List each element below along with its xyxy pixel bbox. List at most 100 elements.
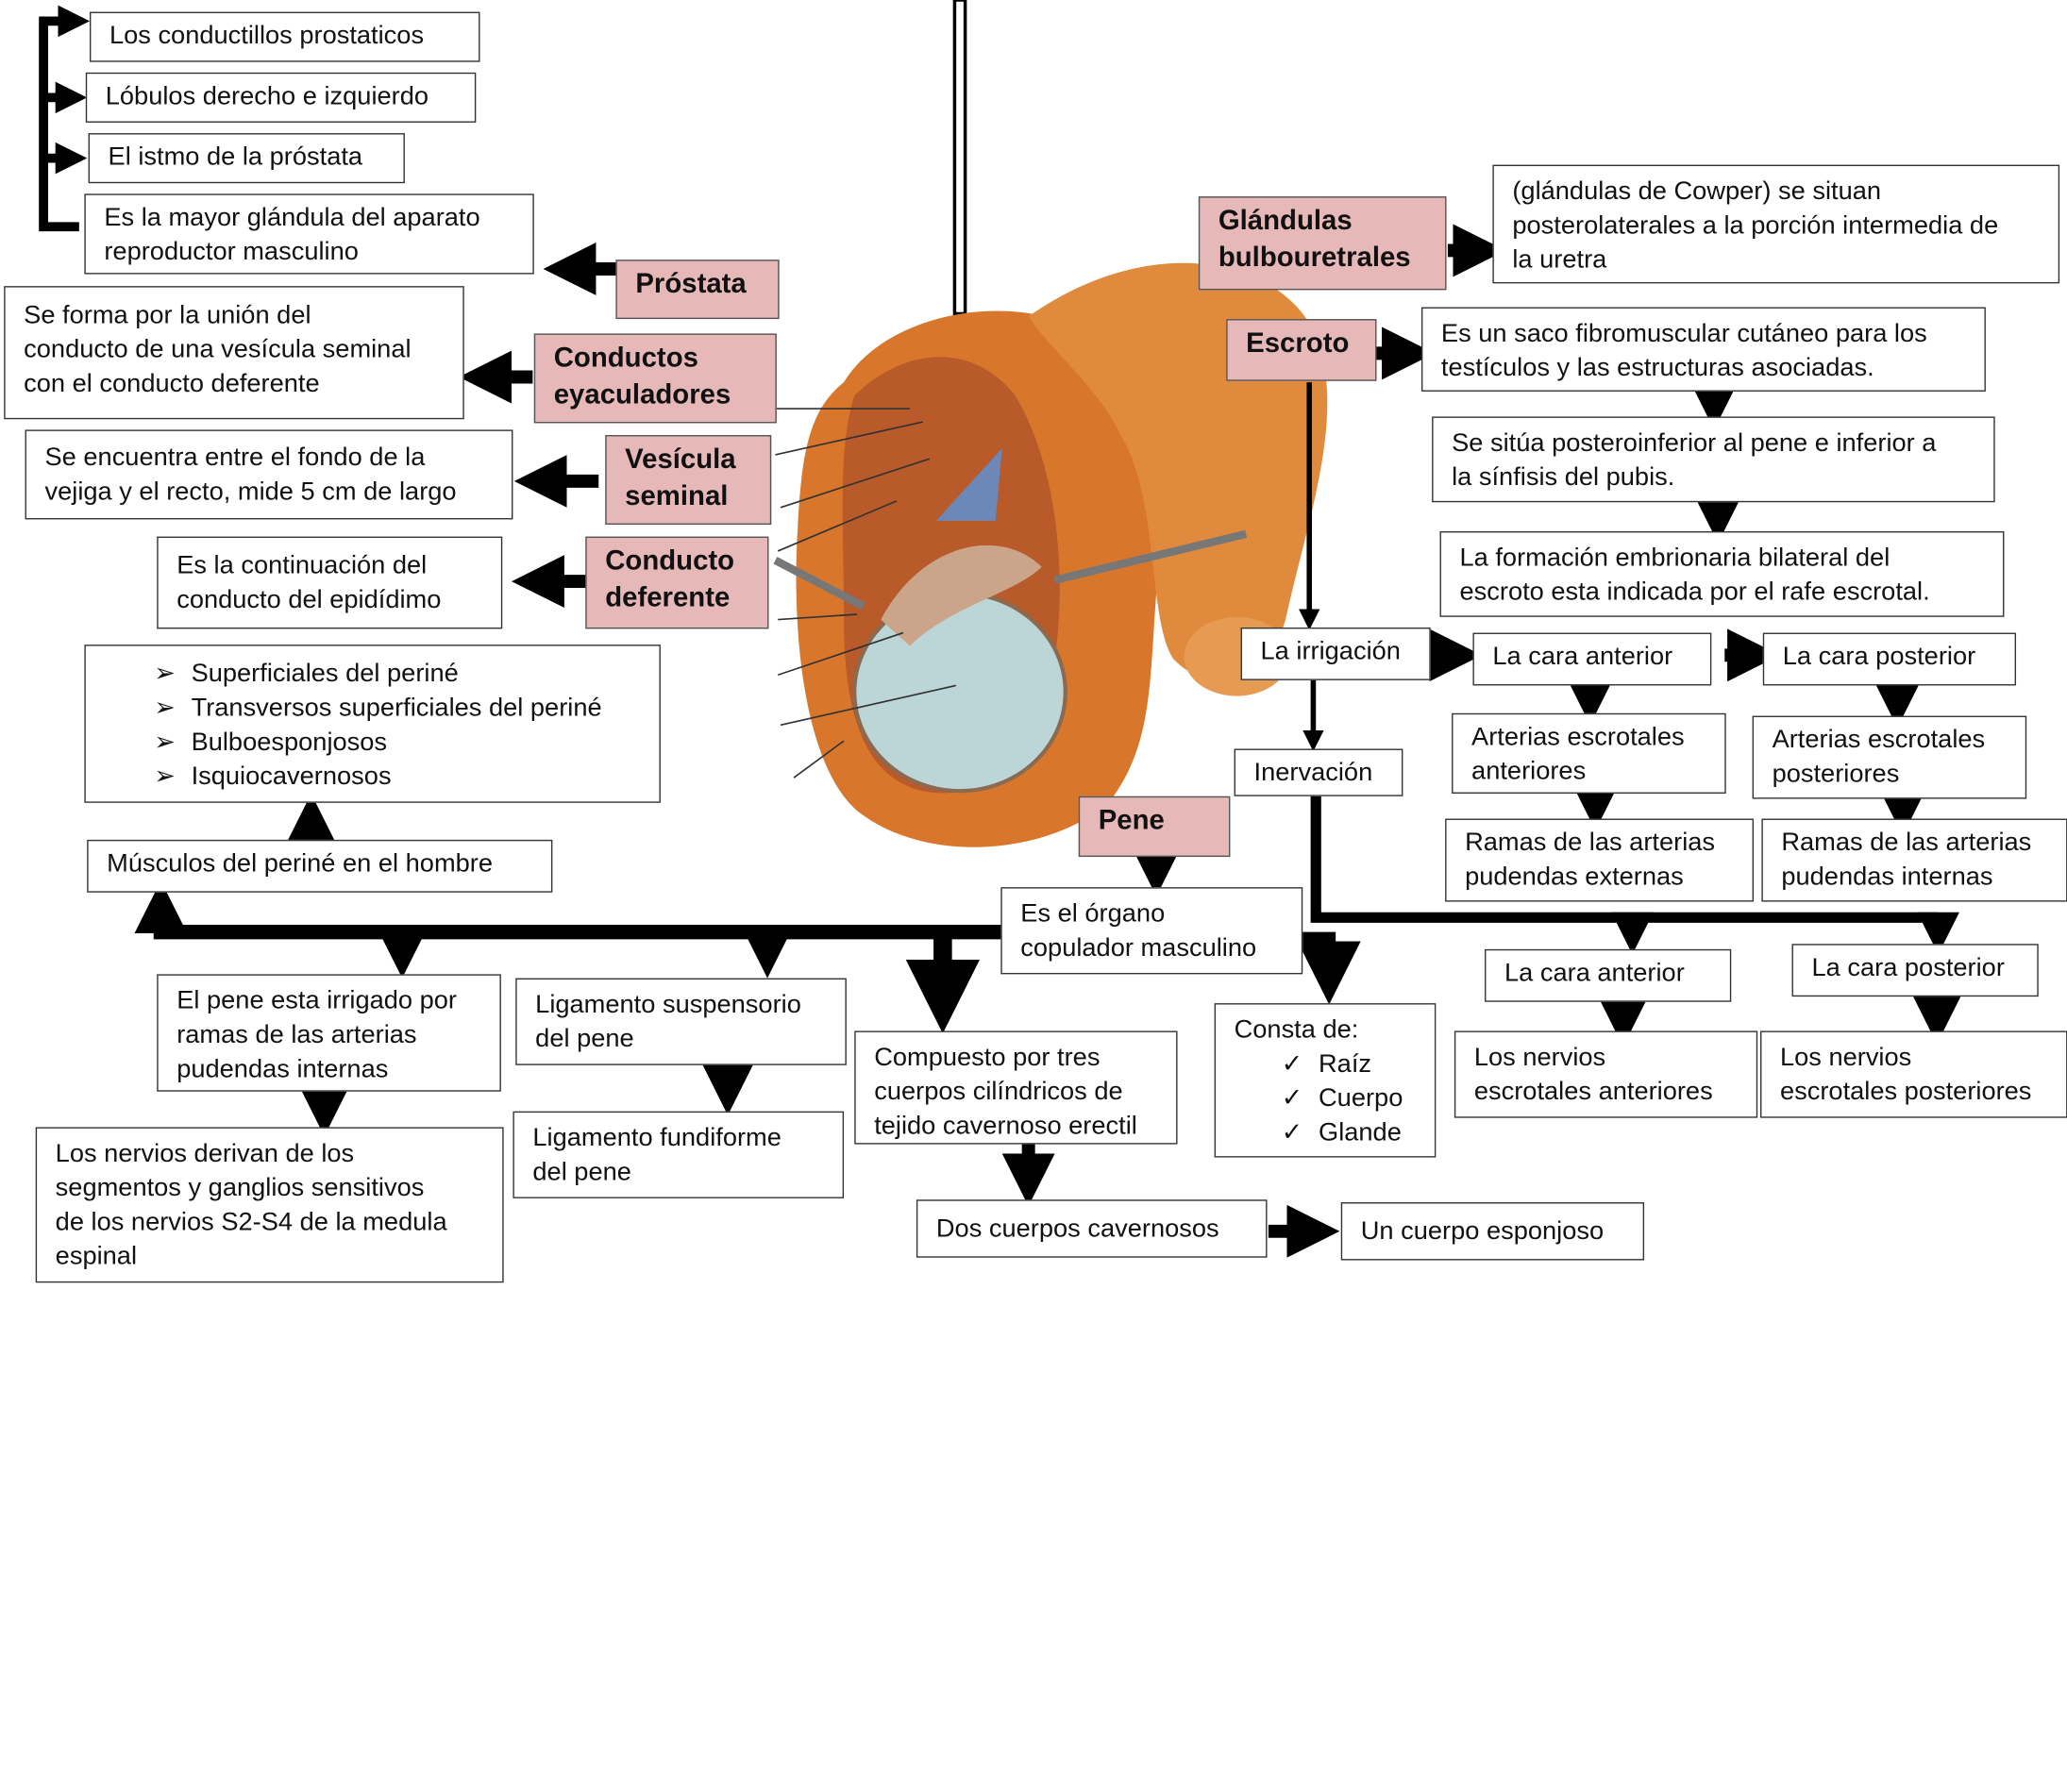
conductos-eyaculadores-header: Conductos eyaculadores <box>534 333 777 423</box>
text: Ligamento fundiforme del pene <box>532 1120 824 1189</box>
vesicula-seminal-desc: Se encuentra entre el fondo de la vejiga… <box>25 429 513 519</box>
text: Inervación <box>1254 755 1384 789</box>
text: Conductos eyaculadores <box>554 340 757 413</box>
text: Es el órgano copulador masculino <box>1020 896 1283 965</box>
text: Arterias escrotales posteriores <box>1773 723 2008 792</box>
list-item: ➢ Isquiocavernosos <box>152 760 641 794</box>
text: Ligamento suspensorio del pene <box>535 987 827 1056</box>
text: Bulboesponjosos <box>192 725 387 759</box>
text: El istmo de la próstata <box>109 140 385 174</box>
text: Compuesto por tres cuerpos cilíndricos d… <box>874 1040 1157 1143</box>
pene-desc: Es el órgano copulador masculino <box>1000 887 1302 974</box>
text: Se encuentra entre el fondo de la vejiga… <box>44 441 493 510</box>
escroto-desc-formacion: La formación embrionaria bilateral del e… <box>1440 531 2005 617</box>
text: La irrigación <box>1261 634 1411 668</box>
text: Los nervios escrotales posteriores <box>1780 1040 2048 1109</box>
glandulas-header: Glándulas bulbouretrales <box>1199 196 1447 290</box>
text: Se sitúa posteroinferior al pene e infer… <box>1452 426 1975 494</box>
check-icon: ✓ <box>1279 1115 1305 1149</box>
conducto-deferente-header: Conducto deferente <box>585 537 768 629</box>
text: Transversos superficiales del periné <box>192 691 602 725</box>
vesicula-seminal-header: Vesícula seminal <box>605 435 771 525</box>
prostata-header: Próstata <box>615 260 779 319</box>
text: Ramas de las arterias pudendas internas <box>1781 826 2047 895</box>
pene-irrigado: El pene esta irrigado por ramas de las a… <box>157 974 501 1091</box>
nervios-escrotales-posteriores: Los nervios escrotales posteriores <box>1760 1030 2067 1117</box>
text: Glándulas bulbouretrales <box>1218 203 1427 276</box>
list-item: ✓ Raíz <box>1279 1047 1416 1080</box>
conducto-deferente-desc: Es la continuación del conducto del epid… <box>157 537 502 629</box>
text: Los nervios escrotales anteriores <box>1474 1040 1738 1109</box>
pene-compuesto: Compuesto por tres cuerpos cilíndricos d… <box>854 1030 1177 1144</box>
pene-nervios: Los nervios derivan de los segmentos y g… <box>36 1127 504 1282</box>
text: La formación embrionaria bilateral del e… <box>1459 541 1984 610</box>
consta-items: ✓ Raíz ✓ Cuerpo ✓ Glande <box>1235 1047 1417 1149</box>
list-item: ➢ Bulboesponjosos <box>152 725 641 759</box>
prostata-item-istmo: El istmo de la próstata <box>89 133 405 183</box>
text: Es un saco fibromuscular cutáneo para lo… <box>1441 316 1966 385</box>
list-item: ✓ Glande <box>1279 1115 1416 1149</box>
bullet-arrow-icon: ➢ <box>152 725 178 759</box>
list-item: ➢ Superficiales del periné <box>152 657 641 691</box>
text: Arterias escrotales anteriores <box>1471 720 1706 789</box>
text: (glándulas de Cowper) se situan posterol… <box>1512 174 2040 276</box>
inervacion-box: Inervación <box>1235 748 1403 796</box>
list-item: ➢ Transversos superficiales del periné <box>152 691 641 725</box>
irrigacion-box: La irrigación <box>1241 628 1431 680</box>
text: Raíz <box>1319 1047 1371 1080</box>
anatomy-illustration <box>775 0 1327 847</box>
ligamento-suspensorio: Ligamento suspensorio del pene <box>515 979 847 1065</box>
text: Escroto <box>1246 326 1356 362</box>
cuerpos-cavernosos: Dos cuerpos cavernosos <box>916 1199 1268 1257</box>
musculos-items: ➢ Superficiales del periné ➢ Transversos s… <box>152 657 641 794</box>
irrigacion-cara-posterior: La cara posterior <box>1763 633 2016 686</box>
cuerpo-esponjoso: Un cuerpo esponjoso <box>1341 1202 1644 1260</box>
ligamento-fundiforme: Ligamento fundiforme del pene <box>513 1112 844 1198</box>
text: La cara anterior <box>1504 956 1711 990</box>
glandulas-desc: (glándulas de Cowper) se situan posterol… <box>1492 165 2059 284</box>
arterias-anteriores: Arterias escrotales anteriores <box>1452 713 1726 794</box>
text: Es la mayor glándula del aparato reprodu… <box>104 200 513 269</box>
check-icon: ✓ <box>1279 1081 1305 1115</box>
text: El pene esta irrigado por ramas de las a… <box>176 983 481 1086</box>
text: Conducto deferente <box>605 544 748 617</box>
spermatic-cord-icon <box>954 0 965 313</box>
text: Los nervios derivan de los segmentos y g… <box>56 1136 484 1273</box>
text: Cuerpo <box>1319 1081 1403 1115</box>
text: Superficiales del periné <box>192 657 459 691</box>
prostata-item-lobulos: Lóbulos derecho e izquierdo <box>86 73 477 123</box>
text: Los conductillos prostaticos <box>109 19 461 53</box>
text: La cara posterior <box>1811 950 2018 984</box>
prostata-item-conductillos: Los conductillos prostaticos <box>90 12 480 62</box>
prostata-item-mayor: Es la mayor glándula del aparato reprodu… <box>84 193 533 274</box>
bullet-arrow-icon: ➢ <box>152 657 178 691</box>
consta-title: Consta de: <box>1235 1013 1417 1047</box>
escroto-header: Escroto <box>1226 319 1376 381</box>
inervacion-cara-anterior: La cara anterior <box>1485 949 1731 1002</box>
check-icon: ✓ <box>1279 1047 1305 1080</box>
text: Isquiocavernosos <box>192 760 392 794</box>
bullet-arrow-icon: ➢ <box>152 691 178 725</box>
bullet-arrow-icon: ➢ <box>152 760 178 794</box>
text: Próstata <box>635 266 759 303</box>
ramas-pudendas-internas: Ramas de las arterias pudendas internas <box>1761 819 2067 902</box>
musculos-title: Músculos del periné en el hombre <box>87 840 552 893</box>
text: La cara posterior <box>1783 640 1996 674</box>
prostata-bracket <box>43 21 79 226</box>
nervios-escrotales-anteriores: Los nervios escrotales anteriores <box>1454 1030 1757 1117</box>
inervacion-cara-posterior: La cara posterior <box>1792 944 2039 996</box>
text: Es la continuación del conducto del epid… <box>176 548 482 617</box>
musculos-list: ➢ Superficiales del periné ➢ Transversos s… <box>84 645 660 803</box>
irrigacion-cara-anterior: La cara anterior <box>1472 633 1711 686</box>
text: La cara anterior <box>1492 640 1691 674</box>
text: Se forma por la unión del conducto de un… <box>24 298 445 401</box>
pene-consta: Consta de: ✓ Raíz ✓ Cuerpo ✓ Glande <box>1215 1003 1437 1157</box>
text: Glande <box>1319 1115 1402 1149</box>
pene-header: Pene <box>1079 796 1231 857</box>
text: Vesícula seminal <box>625 442 751 515</box>
escroto-desc-situa: Se sitúa posteroinferior al pene e infer… <box>1432 416 1995 502</box>
text: Ramas de las arterias pudendas externas <box>1465 826 1734 895</box>
escroto-desc-saco: Es un saco fibromuscular cutáneo para lo… <box>1421 308 1986 392</box>
list-item: ✓ Cuerpo <box>1279 1081 1416 1115</box>
